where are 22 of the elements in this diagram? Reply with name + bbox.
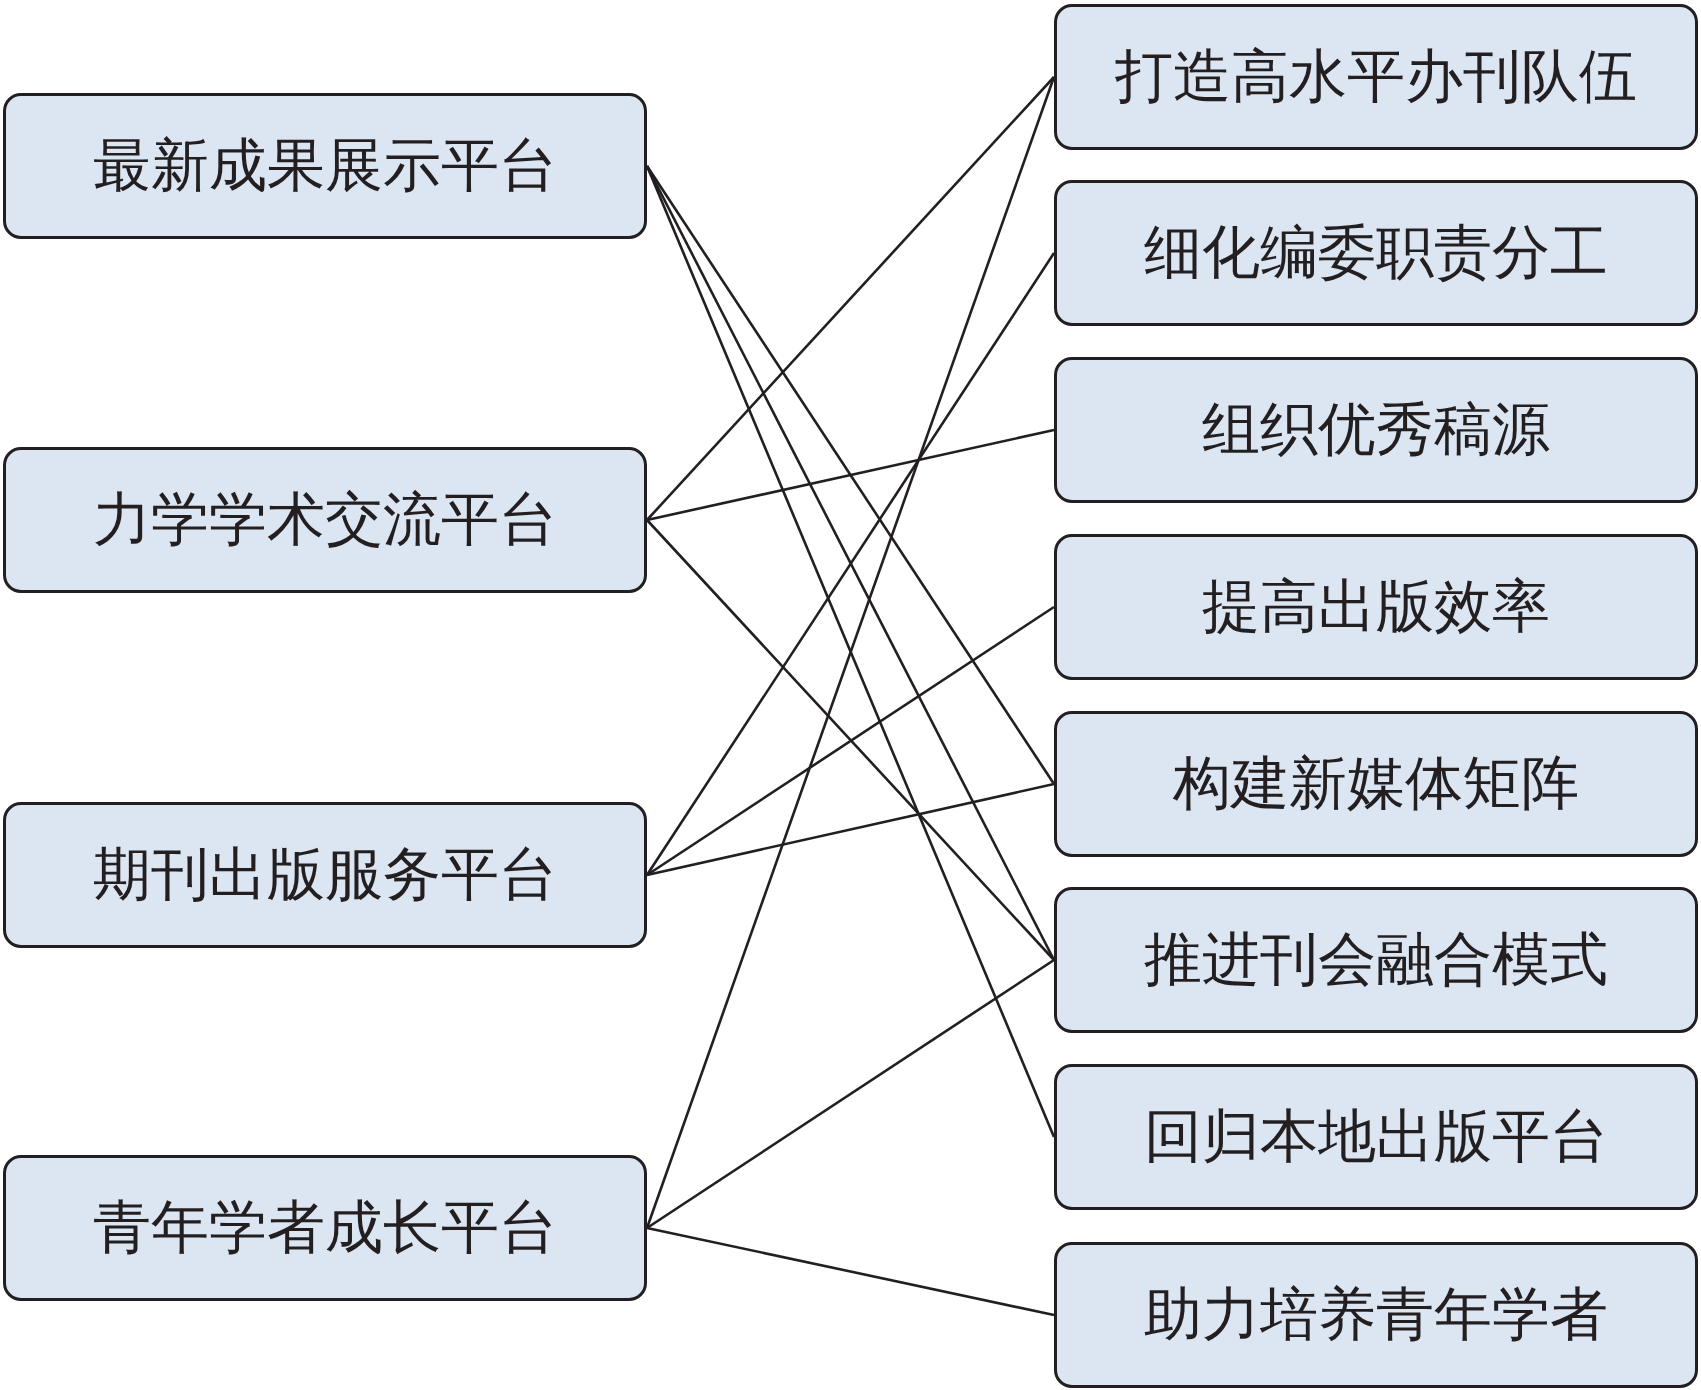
connector-line bbox=[646, 519, 1055, 961]
connector-line bbox=[645, 76, 1056, 1229]
text-box: 提高出版效率 bbox=[1054, 534, 1698, 680]
text-box: 力学学术交流平台 bbox=[3, 447, 647, 593]
connector-line bbox=[646, 76, 1055, 521]
connector-line bbox=[646, 1226, 1055, 1317]
text-box: 构建新媒体矩阵 bbox=[1054, 711, 1698, 857]
connector-line bbox=[645, 252, 1056, 876]
text-box: 细化编委职责分工 bbox=[1054, 180, 1698, 326]
text-box: 组织优秀稿源 bbox=[1054, 357, 1698, 503]
connector-line bbox=[646, 782, 1055, 877]
connector-line bbox=[646, 605, 1055, 877]
text-box: 助力培养青年学者 bbox=[1054, 1242, 1698, 1388]
text-box: 青年学者成长平台 bbox=[3, 1155, 647, 1301]
text-box: 回归本地出版平台 bbox=[1054, 1064, 1698, 1210]
text-box: 最新成果展示平台 bbox=[3, 93, 647, 239]
connector-line bbox=[646, 428, 1055, 522]
text-box: 期刊出版服务平台 bbox=[3, 802, 647, 948]
connector-line bbox=[645, 165, 1056, 1138]
connector-line bbox=[646, 958, 1055, 1230]
text-box: 打造高水平办刊队伍 bbox=[1054, 4, 1698, 150]
text-box: 推进刊会融合模式 bbox=[1054, 887, 1698, 1033]
